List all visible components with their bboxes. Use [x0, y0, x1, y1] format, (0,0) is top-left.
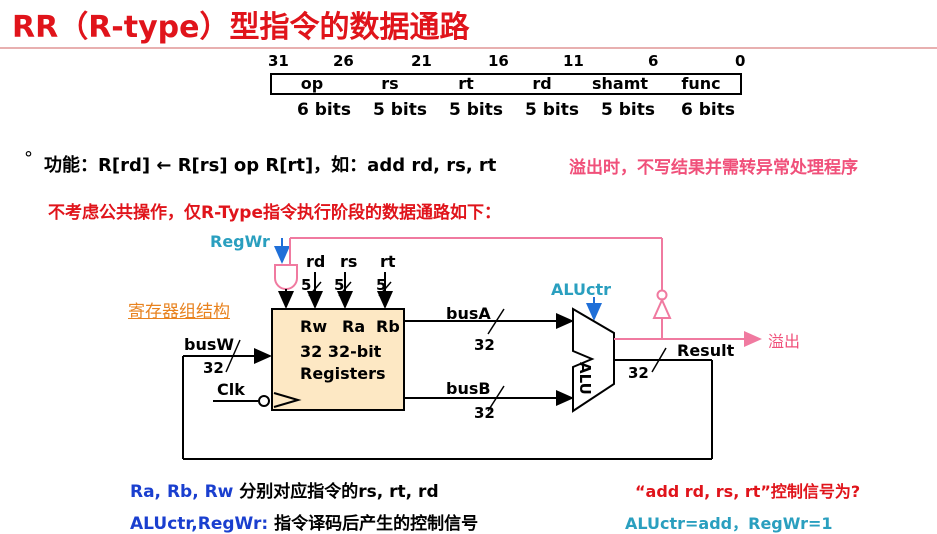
field-rd: rd	[532, 74, 552, 93]
rd-label: rd	[306, 252, 326, 271]
width-label: 5	[301, 276, 312, 294]
port-rb: Rb	[376, 317, 400, 336]
port-rw: Rw	[300, 317, 328, 336]
subtitle: 不考虑公共操作，仅R-Type指令执行阶段的数据通路如下：	[48, 203, 502, 223]
field-width: 6 bits	[297, 100, 351, 120]
mapping-text: 分别对应指令的rs, rt, rd	[233, 482, 439, 502]
field-op: op	[300, 74, 324, 93]
register-count: 32 32-bit	[300, 342, 382, 361]
field-rs: rs	[381, 74, 399, 93]
result-label: Result	[677, 341, 735, 360]
result-width: 32	[628, 364, 649, 382]
bullet: °	[24, 148, 33, 169]
control-note: ALUctr,RegWr: 指令译码后产生的控制信号	[130, 509, 478, 534]
field-width: 6 bits	[681, 100, 735, 120]
busa-width: 32	[474, 336, 495, 354]
bit-position: 31	[268, 52, 289, 70]
control-text: 指令译码后产生的控制信号	[268, 514, 479, 534]
register-file	[271, 308, 405, 411]
busb-width: 32	[474, 404, 495, 422]
field-func: func	[681, 74, 721, 93]
mapping-ports: Ra, Rb, Rw	[130, 482, 234, 502]
field-shamt: shamt	[591, 74, 649, 93]
question: “add rd, rs, rt”控制信号为?	[635, 482, 861, 501]
rt-label: rt	[380, 252, 396, 271]
control-signals: ALUctr,RegWr:	[130, 514, 269, 534]
overflow-label: 溢出	[768, 332, 801, 351]
field-width: 5 bits	[525, 100, 579, 120]
register-file-label: 寄存器组结构	[128, 302, 230, 322]
bit-position: 6	[648, 52, 659, 70]
busb-label: busB	[446, 379, 491, 398]
busa-label: busA	[446, 304, 491, 323]
width-label: 5	[376, 276, 387, 294]
field-width: 5 bits	[449, 100, 503, 120]
field-width: 5 bits	[373, 100, 427, 120]
overflow-note: 溢出时，不写结果并需转异常处理程序	[569, 158, 858, 178]
clk-label: Clk	[217, 380, 245, 399]
rs-label: rs	[340, 252, 358, 271]
function-text: 功能：R[rd] ← R[rs] op R[rt]，如：add rd, rs, …	[44, 155, 497, 176]
title-divider	[0, 47, 937, 49]
register-name: Registers	[300, 364, 386, 383]
regwr-label: RegWr	[210, 232, 270, 251]
mapping-note: Ra, Rb, Rw 分别对应指令的rs, rt, rd	[130, 477, 439, 502]
bit-position: 21	[411, 52, 432, 70]
page-title: RR（R-type）型指令的数据通路	[12, 10, 470, 45]
answer: ALUctr=add，RegWr=1	[625, 514, 833, 533]
clk-bubble	[258, 395, 270, 407]
alu-shape	[572, 307, 615, 413]
bit-position: 11	[563, 52, 584, 70]
bit-position: 26	[333, 52, 354, 70]
port-ra: Ra	[342, 317, 366, 336]
field-width: 5 bits	[601, 100, 655, 120]
not-gate	[652, 297, 672, 319]
format-box	[270, 73, 742, 95]
bit-position: 16	[488, 52, 509, 70]
field-rt: rt	[458, 74, 474, 93]
aluctr-label: ALUctr	[551, 280, 612, 299]
bit-position: 0	[735, 52, 746, 70]
width-label: 5	[334, 276, 345, 294]
and-gate	[274, 264, 298, 290]
busw-label: busW	[184, 335, 235, 354]
alu-label: ALU	[576, 362, 594, 395]
busw-width: 32	[203, 359, 224, 377]
